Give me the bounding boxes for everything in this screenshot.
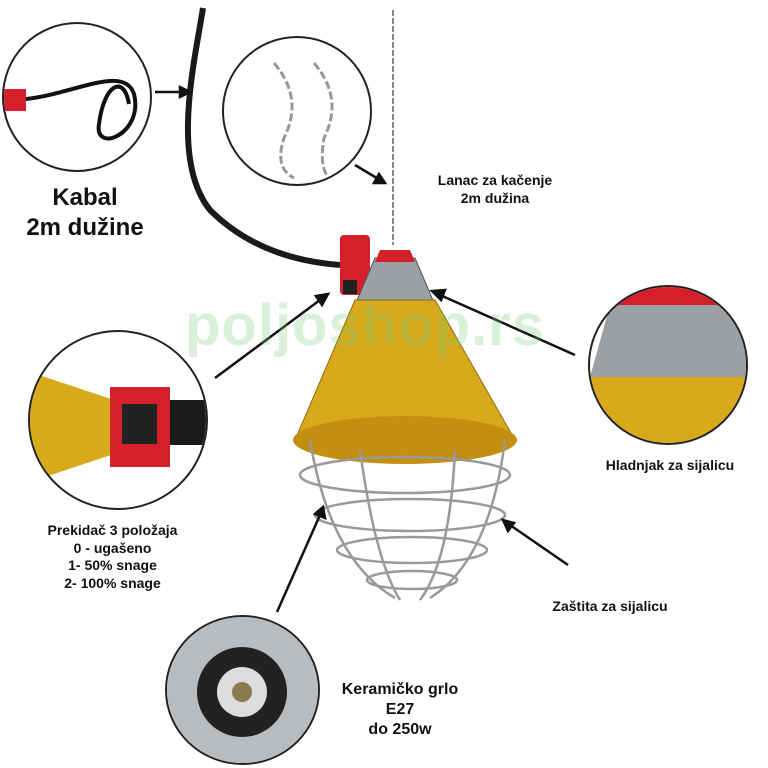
heatsink-label: Hladnjak za sijalicu bbox=[605, 457, 735, 473]
chain-detail-circle bbox=[222, 36, 372, 186]
chain-label-line: Lanac za kačenje bbox=[437, 172, 553, 188]
socket-label-line: E27 bbox=[385, 701, 415, 718]
watermark: poljoshop.rs bbox=[185, 293, 545, 358]
chain-label-line: 2m dužina bbox=[460, 189, 530, 206]
switch-detail-circle bbox=[28, 330, 208, 510]
cable-label-line: Kabal bbox=[52, 184, 118, 211]
socket-label-line: Keramičko grlo bbox=[341, 681, 459, 698]
chain-label: Lanac za kačenje 2m dužina bbox=[410, 172, 580, 207]
switch-label-line: 0 - ugašeno bbox=[73, 539, 152, 556]
switch-label: Prekidač 3 položaja 0 - ugašeno 1- 50% s… bbox=[25, 522, 200, 592]
heatsink-detail-circle bbox=[588, 285, 748, 445]
power-cable bbox=[184, 7, 341, 268]
switch-label-line: 2- 100% snage bbox=[64, 574, 161, 591]
socket-detail-circle bbox=[165, 615, 320, 765]
switch-label-line: Prekidač 3 položaja bbox=[47, 522, 178, 538]
switch-label-line: 1- 50% snage bbox=[68, 557, 157, 573]
cable-detail-circle bbox=[2, 22, 152, 172]
pointer-arrows bbox=[155, 84, 576, 613]
socket-label: Keramičko grlo E27 do 250w bbox=[325, 680, 475, 740]
cable-label-line: 2m dužine bbox=[26, 214, 144, 241]
guard-label: Zaštita za sijalicu bbox=[552, 598, 668, 614]
cable-label: Kabal 2m dužine bbox=[10, 183, 160, 243]
socket-label-line: do 250w bbox=[368, 721, 432, 738]
